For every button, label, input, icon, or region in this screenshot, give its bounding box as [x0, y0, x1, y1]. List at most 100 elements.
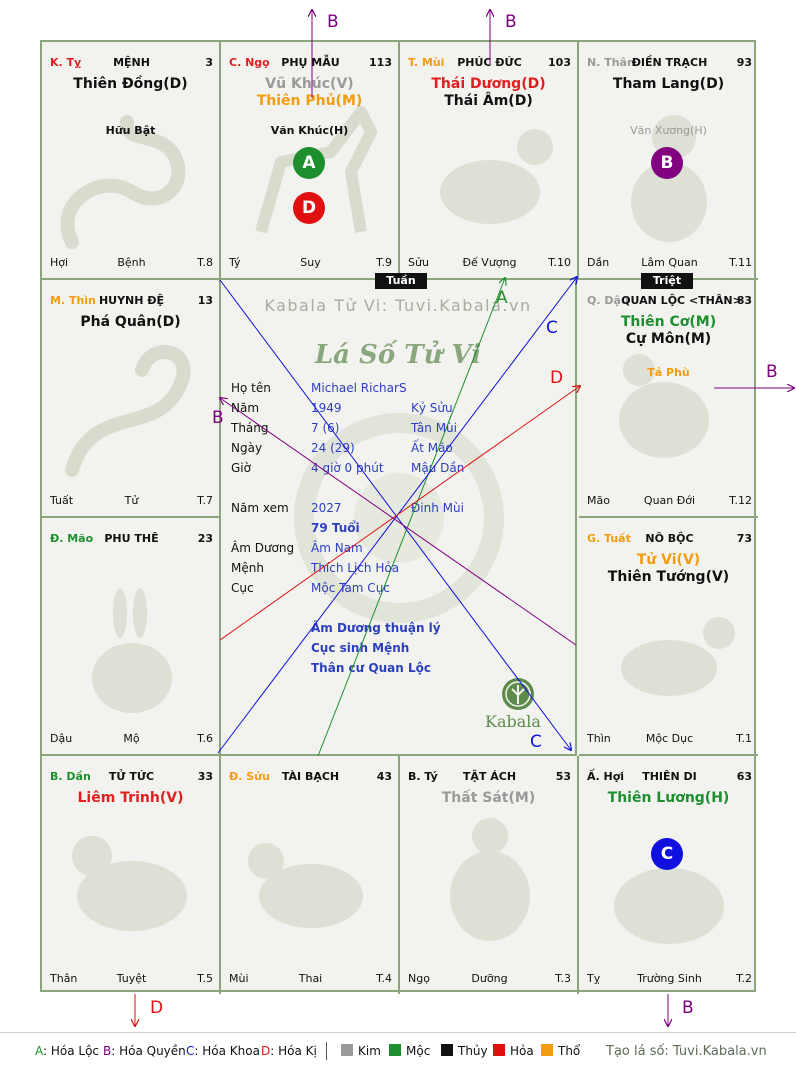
label-cuc: Cục — [231, 581, 254, 595]
value-nam-xem-canchi: Đinh Mùi — [411, 501, 464, 515]
value-am-duong: Âm Nam — [311, 541, 363, 555]
branch: Mùi — [229, 972, 249, 985]
value-thang: 7 (6) — [311, 421, 340, 435]
life-stage: Mộ — [123, 732, 140, 745]
main-star: Vũ Khúc(V) — [265, 76, 354, 92]
goat-watermark-icon — [440, 129, 553, 224]
month-code: T.1 — [736, 732, 752, 745]
arrow-label-b: B — [766, 362, 778, 382]
dragon-watermark-icon — [65, 345, 191, 477]
main-star: Thái Âm(D) — [444, 93, 533, 109]
month-code: T.3 — [555, 972, 571, 985]
arrow-label-b: B — [327, 12, 339, 32]
can-chi: Đ. Mão — [50, 532, 94, 545]
palace-number: 93 — [736, 56, 752, 69]
center-info-panel: Kabala Tử Vi: Tuvi.Kabala.vn Lá Số Tử Vi… — [221, 280, 577, 756]
value-thang-canchi: Tân Mùi — [411, 421, 457, 435]
horse-watermark-icon — [255, 106, 377, 234]
palace-number: 73 — [736, 532, 752, 545]
arrow-label-b: B — [682, 998, 694, 1018]
minor-star: Văn Khúc(H) — [270, 124, 349, 137]
arrow-label-d: D — [550, 368, 564, 388]
palace-name: NÔ BỘC — [645, 532, 694, 545]
can-chi: Ấ. Hợi — [587, 770, 625, 783]
main-star: Tử Vi(V) — [636, 552, 701, 568]
life-stage: Tử — [124, 494, 139, 507]
label-am-duong: Âm Dương — [231, 541, 295, 555]
snake-watermark-icon — [60, 115, 186, 249]
palace-name: HUYNH ĐỆ — [98, 294, 165, 307]
value-ngay: 24 (29) — [311, 441, 355, 455]
tiger-watermark-icon — [72, 836, 187, 931]
legend-divider — [0, 1032, 796, 1033]
palace-number: 53 — [555, 770, 571, 783]
life-stage: Bệnh — [117, 256, 146, 269]
can-chi: B. Tý — [408, 770, 438, 783]
marker-c: C — [651, 838, 683, 870]
palace-name: PHÚC ĐỨC — [457, 56, 522, 69]
legend-moc: Mộc — [389, 1044, 430, 1058]
can-chi: N. Thân — [587, 56, 635, 69]
life-stage: Lâm Quan — [641, 256, 698, 269]
branch: Dần — [587, 256, 610, 269]
value-gio-canchi: Mậu Dần — [411, 461, 465, 475]
value-cuc: Mộc Tam Cục — [311, 581, 390, 595]
value-tuoi: 79 Tuổi — [311, 521, 360, 535]
life-stage: Dưỡng — [471, 972, 508, 985]
palace-number: 83 — [736, 294, 752, 307]
arrow-label-b: B — [505, 12, 517, 32]
triet-badge: Triệt — [641, 273, 693, 289]
can-chi: B. Dần — [50, 770, 91, 783]
label-nam: Năm — [231, 401, 260, 415]
life-stage: Suy — [300, 256, 321, 269]
palace-name: PHỤ MẪU — [281, 56, 340, 69]
palace-number: 103 — [548, 56, 571, 69]
arrow-label-c: C — [546, 318, 558, 338]
month-code: T.5 — [197, 972, 213, 985]
dog-watermark-icon — [621, 617, 735, 696]
chart-logo: Lá Số Tử Vi — [314, 340, 482, 370]
legend-hoa-khoa: C: Hóa Khoa — [186, 1044, 260, 1058]
watermark-text: Kabala Tử Vi: Tuvi.Kabala.vn — [264, 296, 532, 315]
palace-name: TÀI BẠCH — [281, 770, 340, 783]
main-star: Tham Lang(D) — [612, 76, 725, 92]
value-menh: Thích Lịch Hỏa — [311, 561, 400, 575]
palace-name: PHU THÊ — [104, 532, 159, 545]
marker-d: D — [293, 192, 325, 224]
pig-watermark-icon — [614, 868, 724, 944]
palace-name: QUAN LỘC <THÂN> — [621, 294, 742, 307]
minor-star: Văn Xương(H) — [630, 124, 707, 137]
marker-b: B — [651, 147, 683, 179]
month-code: T.6 — [197, 732, 213, 745]
value-ngay-canchi: Ất Mão — [411, 441, 453, 455]
legend-tho: Thổ — [541, 1044, 580, 1058]
main-star: Thất Sát(M) — [441, 790, 536, 806]
marker-a: A — [293, 147, 325, 179]
legend-bar: A: Hóa Lộc B: Hóa Quyền C: Hóa Khoa D: H… — [0, 1030, 796, 1070]
label-nam-xem: Năm xem — [231, 501, 289, 515]
main-star: Thiên Cơ(M) — [620, 314, 717, 330]
main-star: Thiên Tướng(V) — [607, 569, 730, 585]
palace-number: 23 — [197, 532, 213, 545]
main-star: Thiên Lương(H) — [607, 790, 730, 806]
value-nam: 1949 — [311, 401, 342, 415]
palace-number: 33 — [197, 770, 213, 783]
branch: Thân — [50, 972, 78, 985]
label-thang: Tháng — [231, 421, 269, 435]
ox-watermark-icon — [248, 843, 363, 928]
branch: Tuất — [50, 494, 74, 507]
value-nam-canchi: Kỷ Sửu — [411, 401, 453, 415]
legend-hoa-loc: A: Hóa Lộc — [35, 1044, 100, 1058]
can-chi: Đ. Sửu — [229, 770, 270, 783]
life-stage: Thai — [298, 972, 323, 985]
month-code: T.11 — [729, 256, 752, 269]
life-stage: Mộc Dục — [645, 732, 694, 745]
